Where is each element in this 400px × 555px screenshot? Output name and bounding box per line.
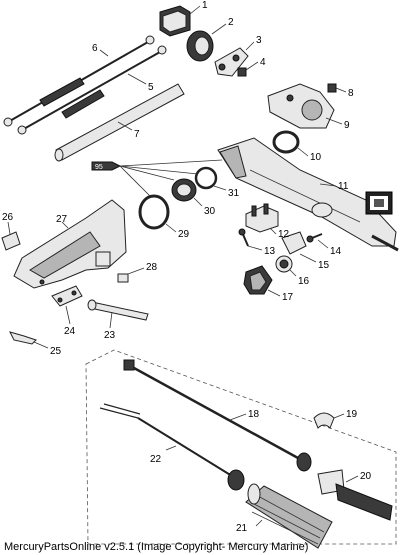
callout-15: 15 — [318, 260, 330, 271]
callout-7: 7 — [134, 129, 140, 140]
sealant-tube-icon: 95 — [91, 159, 223, 197]
part-23-pin — [87, 299, 149, 329]
callout-31: 31 — [228, 188, 240, 199]
callout-11: 11 — [338, 181, 349, 192]
part-14-bolt — [306, 233, 329, 249]
callout-6: 6 — [92, 43, 98, 54]
callout-10: 10 — [310, 152, 322, 163]
part-26-rod — [1, 221, 21, 251]
part-29-seal — [138, 194, 177, 233]
callout-9: 9 — [344, 120, 350, 131]
callout-23: 23 — [104, 330, 116, 341]
part-31-seal — [194, 166, 227, 191]
part-21-twist-grip — [245, 483, 333, 549]
part-4-screw — [237, 61, 259, 77]
callout-30: 30 — [204, 206, 216, 217]
callout-22: 22 — [150, 454, 162, 465]
callout-2: 2 — [228, 17, 234, 28]
callout-5: 5 — [148, 82, 154, 93]
callout-labels: 1 2 3 4 5 6 7 8 9 10 11 12 13 14 15 16 1… — [2, 0, 372, 534]
callout-16: 16 — [298, 276, 310, 287]
part-9-cover — [267, 83, 343, 129]
callout-24: 24 — [64, 326, 76, 337]
part-10-ring — [272, 130, 309, 157]
callout-18: 18 — [248, 409, 260, 420]
part-3-plate — [214, 41, 255, 77]
callout-17: 17 — [282, 292, 294, 303]
copyright-footer: MercuryPartsOnline v2.5.1 (Image Copyrig… — [4, 541, 309, 553]
callout-27: 27 — [56, 214, 68, 225]
callout-20: 20 — [360, 471, 372, 482]
part-30-seal — [171, 178, 203, 207]
callout-13: 13 — [264, 246, 276, 257]
part-11-tiller-arm — [217, 137, 399, 252]
callout-4: 4 — [260, 57, 266, 68]
assembly-outline — [85, 349, 397, 545]
part-25-clip — [9, 331, 49, 349]
part-1-clamp — [159, 5, 201, 37]
part-20-grip-end — [317, 469, 393, 521]
mercury-badge-icon — [365, 191, 393, 215]
part-18-cable — [123, 359, 312, 472]
part-7-tube — [54, 83, 185, 162]
part-12-bracket — [245, 203, 279, 235]
part-27-bracket — [13, 199, 127, 289]
callout-1: 1 — [202, 0, 208, 11]
callout-3: 3 — [256, 35, 262, 46]
part-2-bushing — [186, 23, 227, 62]
part-16-nut — [275, 255, 297, 277]
part-19-bushing — [313, 412, 345, 429]
callout-28: 28 — [146, 262, 158, 273]
part-5-strut — [17, 45, 167, 135]
callout-29: 29 — [178, 229, 190, 240]
part-8-screw — [327, 83, 347, 93]
callout-21: 21 — [236, 523, 248, 534]
callout-25: 25 — [50, 346, 62, 357]
callout-19: 19 — [346, 409, 358, 420]
sealant-tag: 95 — [95, 164, 103, 171]
part-28-block — [117, 267, 145, 283]
part-6-strut — [3, 35, 155, 127]
part-22-cable — [99, 403, 245, 491]
callout-26: 26 — [2, 212, 14, 223]
callout-14: 14 — [330, 246, 342, 257]
callout-8: 8 — [348, 88, 354, 99]
part-13-screw — [238, 228, 263, 251]
part-17-knob — [243, 265, 281, 297]
part-15-clip — [281, 231, 317, 263]
callout-12: 12 — [278, 229, 290, 240]
part-24-tab — [51, 285, 83, 325]
